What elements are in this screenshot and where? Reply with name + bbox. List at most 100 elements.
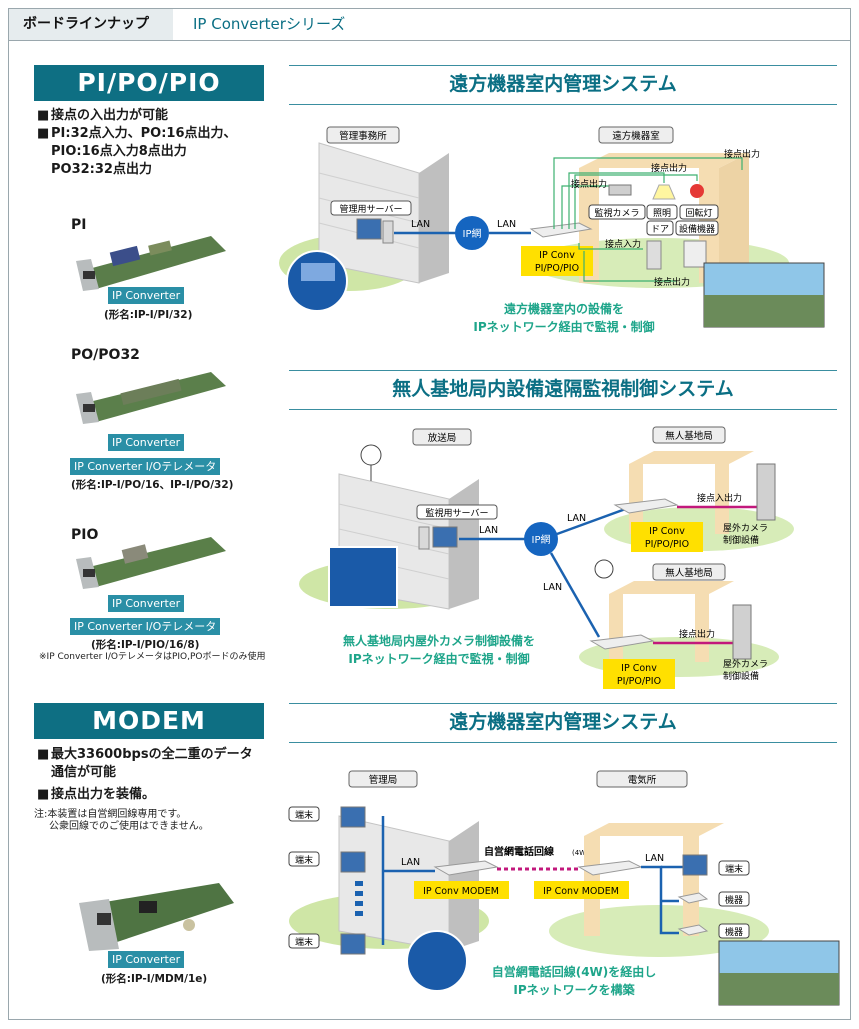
room-label-box	[598, 126, 674, 144]
terminal-1[interactable]	[340, 806, 366, 828]
caption3-line1: 自営網電話回線(4W)を経由し	[492, 964, 657, 979]
converter-device	[529, 222, 593, 238]
terminal-3-label: 端末	[295, 936, 313, 948]
lan-right: LAN	[645, 853, 664, 864]
pio-bullet-2: PI:32点入力、PO:16点出力、	[51, 126, 237, 141]
contact-in: 接点入力	[605, 238, 641, 250]
contact-out-b: 接点出力	[651, 162, 687, 174]
caption2-line1: 無人基地局内屋外カメラ制御設備を	[343, 633, 535, 648]
control-lines	[553, 157, 743, 282]
board-label-pio: PIO	[71, 527, 99, 543]
converter-label-2: PI/PO/PIO	[535, 263, 579, 274]
device-1	[677, 892, 709, 904]
lan-srv: LAN	[479, 525, 498, 536]
model-po: (形名:IP-I/PO/16、IP-I/PO/32)	[71, 479, 234, 491]
ipnet-circle	[455, 216, 489, 250]
converter2-bottom	[589, 634, 655, 650]
contact-out-c: 接点出力	[571, 178, 607, 190]
control-room-picture	[328, 546, 398, 608]
device-equipment: 設備機器	[679, 223, 715, 235]
board-image-modem	[79, 883, 234, 951]
diagram2-title: 無人基地局内設備遠隔監視制御システム	[289, 370, 837, 410]
diagram3: 管理局 端末 端末 端末 LAN IP Conv MODEM 自営網電話回線 (…	[288, 770, 840, 1006]
device-box-door	[646, 220, 674, 236]
substation-label: 電気所	[628, 774, 657, 786]
terminal-3[interactable]	[340, 933, 366, 955]
modem-bullet-1: 最大33600bpsの全二重のデータ	[51, 747, 253, 762]
office-label-box	[326, 126, 400, 144]
room-side	[719, 153, 749, 283]
base2-label: 無人基地局	[665, 567, 713, 579]
camera1-line1: 屋外カメラ	[723, 522, 768, 534]
model-pi: (形名:IP-I/PI/32)	[104, 309, 193, 321]
pio-bullets: ■接点の入出力が可能 ■PI:32点入力、PO:16点出力、 PIO:16点入力…	[37, 108, 237, 177]
board-label-pi: PI	[71, 217, 87, 233]
device-1-label: 機器	[725, 894, 743, 906]
station-label: 放送局	[428, 432, 457, 444]
light-icon	[652, 184, 676, 200]
line-label: 自営網電話回線	[484, 845, 554, 858]
device-door: ドア	[651, 225, 669, 235]
tab-ip-converter-series[interactable]: IP Converterシリーズ	[193, 15, 346, 33]
diagram1-title: 遠方機器室内管理システム	[289, 65, 837, 105]
pio-footnote: ※IP Converter I/OテレメータはPIO,POボードのみ使用	[39, 652, 266, 662]
monitor-server-label: 監視用サーバー	[426, 507, 489, 519]
rotating-light-icon	[690, 184, 704, 198]
modem-note-1: 注:本装置は自営網回線専用です。	[34, 809, 187, 820]
pill-po-io-telemeter: IP Converter I/Oテレメータ	[70, 458, 221, 475]
operator-circle-3	[406, 930, 468, 992]
room-label: 遠方機器室	[612, 130, 660, 142]
converter-label-1: IP Conv	[539, 250, 575, 261]
pill-po-ip-converter: IP Converter	[108, 434, 185, 451]
tab-board-lineup[interactable]: ボードラインナップ	[9, 9, 173, 40]
pio-bullet-1: 接点の入出力が可能	[51, 108, 169, 123]
terminal-right-label: 端末	[725, 863, 743, 875]
board-label-po: PO/PO32	[71, 347, 140, 363]
device-box-light	[646, 204, 678, 220]
pill-modem-ip-converter: IP Converter	[108, 951, 185, 968]
conv2-top-line2: PI/PO/PIO	[645, 539, 689, 550]
camera1-line2: 制御設備	[723, 534, 759, 546]
door-icon	[646, 240, 662, 270]
conv2-top-line1: IP Conv	[649, 526, 685, 537]
camera2-line1: 屋外カメラ	[723, 658, 768, 670]
server-monitor	[356, 218, 382, 240]
header-bar: ボードラインナップ IP Converterシリーズ	[9, 9, 850, 41]
model-modem: (形名:IP-I/MDM/1e)	[101, 973, 208, 985]
device-box-equipment	[675, 220, 719, 236]
device-rotating-light: 回転灯	[685, 208, 712, 219]
diagram2: 放送局 監視用サーバー LAN IP網 LAN LAN 無人基地局 IP Con…	[299, 426, 794, 689]
modem-left-device	[433, 860, 499, 876]
modem-bullets: ■最大33600bpsの全二重のデータ 通信が可能 ■接点出力を装備。	[37, 747, 253, 802]
terminal-1-label: 端末	[295, 809, 313, 821]
device-box-rotating-light	[679, 204, 719, 220]
room-roof	[579, 153, 749, 168]
lan-2: LAN	[497, 219, 516, 230]
contact-io: 接点入出力	[697, 492, 742, 504]
device-box-camera	[588, 204, 646, 220]
device-camera: 監視カメラ	[594, 207, 639, 219]
caption2-line2: IPネットワーク経由で監視・制御	[348, 651, 529, 666]
pill-pio-io-telemeter: IP Converter I/Oテレメータ	[70, 618, 221, 635]
board-image-pio	[76, 537, 226, 589]
modem-title: MODEM	[34, 703, 264, 739]
contact-out-bottom: 接点出力	[654, 276, 690, 288]
device-2	[677, 924, 709, 936]
pio-bullet-4: PO32:32点出力	[51, 162, 152, 177]
camera-control-unit-1	[756, 463, 776, 521]
converter-label-box	[521, 246, 593, 276]
modem-bullet-3: 接点出力を装備。	[51, 787, 156, 802]
ipnet2-label: IP網	[532, 533, 551, 546]
terminal-right[interactable]	[682, 854, 708, 876]
equipment-icon	[683, 240, 707, 268]
converter2-top	[613, 498, 679, 514]
board-image-po	[76, 372, 226, 424]
server-label-box	[330, 200, 412, 216]
terminal-2[interactable]	[340, 851, 366, 873]
satellite-dish-icon	[360, 444, 382, 466]
modem-right-label: IP Conv MODEM	[543, 886, 619, 897]
satellite-dish-2-icon	[594, 559, 614, 579]
base1-label: 無人基地局	[665, 430, 713, 442]
line-label-suffix: (4W)	[572, 849, 589, 857]
caption1-line1: 遠方機器室内の設備を	[504, 301, 624, 316]
